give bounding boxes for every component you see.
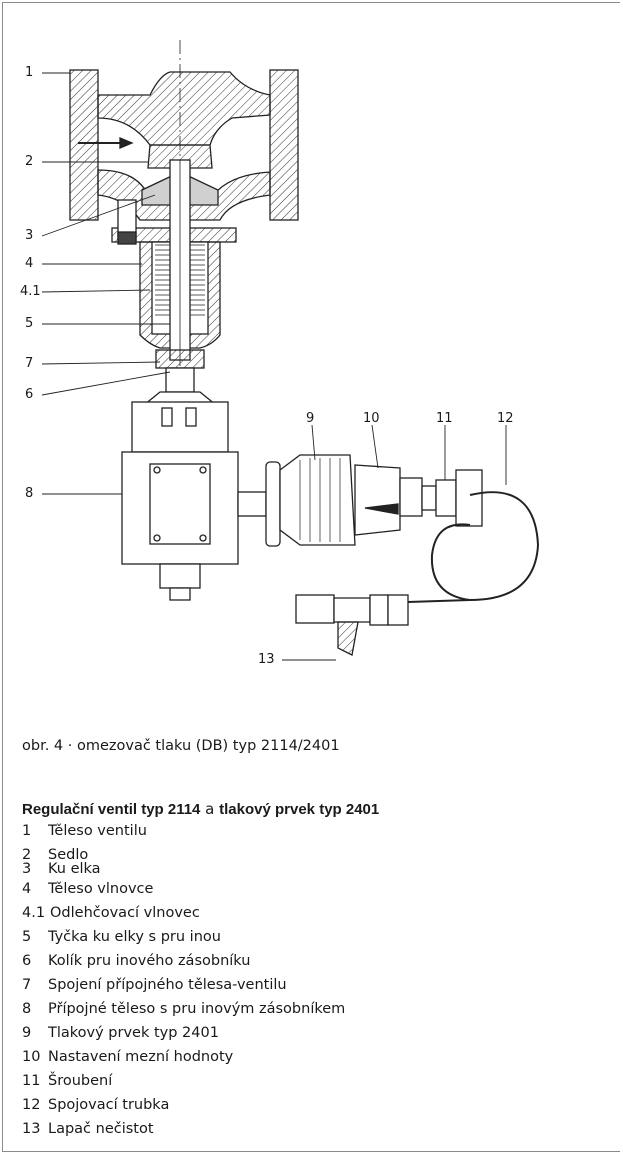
callout-13: 13 bbox=[258, 652, 275, 667]
heading-element: tlakový prvek typ 2401 bbox=[219, 801, 380, 818]
callout-9: 9 bbox=[306, 411, 315, 426]
heading-valve: Regulační ventil typ 2114 bbox=[22, 801, 201, 818]
callout-4: 4 bbox=[25, 256, 34, 271]
callout-1: 1 bbox=[25, 65, 34, 80]
callout-5: 5 bbox=[25, 316, 34, 331]
figure-caption: obr. 4 · omezovač tlaku (DB) typ 2114/24… bbox=[22, 738, 340, 754]
callout-12: 12 bbox=[497, 411, 514, 426]
technical-drawing bbox=[41, 40, 540, 661]
legend-heading: Regulační ventil typ 2114 a tlakový prve… bbox=[22, 800, 379, 818]
callout-8: 8 bbox=[25, 486, 34, 501]
callout-2: 2 bbox=[25, 154, 34, 169]
heading-joiner: a bbox=[200, 800, 220, 818]
callout-6: 6 bbox=[25, 387, 34, 402]
callout-10: 10 bbox=[363, 411, 380, 426]
callout-3: 3 bbox=[25, 228, 34, 243]
callout-4-1: 4.1 bbox=[20, 284, 41, 299]
callout-11: 11 bbox=[436, 411, 453, 426]
callout-7: 7 bbox=[25, 356, 34, 371]
